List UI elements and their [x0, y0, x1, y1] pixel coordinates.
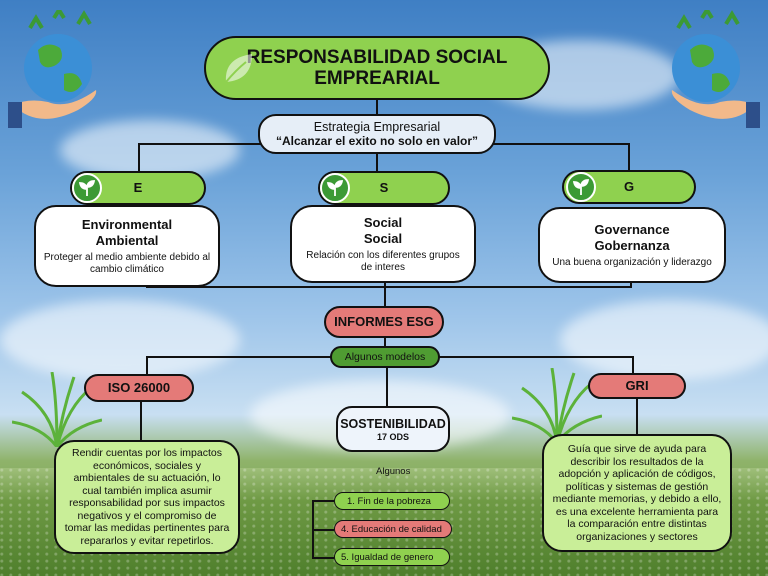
- iso-label: ISO 26000: [107, 380, 171, 395]
- informes-label: INFORMES ESG: [334, 314, 434, 329]
- connector: [312, 529, 334, 531]
- iso-pill: ISO 26000: [84, 374, 194, 402]
- ods-item: 1. Fin de la pobreza: [334, 492, 450, 510]
- plant-icon: [566, 172, 596, 202]
- gri-description-box: Guía que sirve de ayuda para describir l…: [542, 434, 732, 552]
- connector: [384, 282, 386, 308]
- esg-box-governance: Governance Gobernanza Una buena organiza…: [538, 207, 726, 283]
- cloud: [0, 300, 240, 380]
- connector: [628, 143, 630, 171]
- connector: [384, 336, 386, 348]
- connector: [312, 500, 334, 502]
- iso-description-box: Rendir cuentas por los impactos económic…: [54, 440, 240, 554]
- gri-description: Guía que sirve de ayuda para describir l…: [552, 443, 722, 543]
- sostenibilidad-box: SOSTENIBILIDAD 17 ODS: [336, 406, 450, 452]
- connector: [386, 368, 388, 410]
- gri-label: GRI: [625, 378, 649, 393]
- esg-heading: Governance: [594, 221, 670, 237]
- esg-letter: S: [379, 180, 389, 195]
- plant-icon: [320, 173, 350, 203]
- algunos-label: Algunos: [376, 466, 411, 477]
- ods-item: 4. Educación de calidad: [334, 520, 452, 538]
- esg-heading: Gobernanza: [594, 237, 670, 253]
- connector: [376, 96, 378, 116]
- globe-hand-icon: [8, 10, 97, 128]
- informes-esg-pill: INFORMES ESG: [324, 306, 444, 338]
- esg-description: Relación con los diferentes grupos de in…: [306, 249, 460, 273]
- cloud: [560, 300, 768, 380]
- connector: [138, 143, 140, 171]
- grass-tuft-icon: [12, 372, 102, 447]
- connector: [146, 356, 148, 376]
- connector: [146, 286, 632, 288]
- esg-letter: G: [623, 179, 635, 194]
- connector: [636, 398, 638, 436]
- modelos-pill: Algunos modelos: [330, 346, 440, 368]
- esg-heading: Social: [363, 230, 403, 246]
- esg-heading: Social: [363, 214, 403, 230]
- leaf-icon: [225, 54, 252, 83]
- iso-description: Rendir cuentas por los impactos económic…: [64, 447, 230, 547]
- connector: [312, 557, 334, 559]
- connector: [630, 278, 632, 288]
- title-line1: RESPONSABILIDAD SOCIAL: [246, 47, 508, 68]
- connector: [376, 150, 378, 172]
- sostenibilidad-sub: 17 ODS: [376, 432, 409, 442]
- connector: [632, 356, 634, 374]
- title-line2: EMPREARIAL: [314, 68, 440, 89]
- sostenibilidad-label: SOSTENIBILIDAD: [340, 417, 446, 431]
- esg-box-social: Social Social Relación con los diferente…: [290, 205, 476, 283]
- connector: [140, 400, 142, 442]
- main-title-pill: RESPONSABILIDAD SOCIAL EMPREARIAL: [204, 36, 550, 100]
- cloud: [60, 120, 240, 180]
- strategy-line1: Estrategia Empresarial: [313, 120, 441, 134]
- esg-letter: E: [133, 180, 143, 195]
- plant-icon: [72, 173, 102, 203]
- strategy-line2: “Alcanzar el exito no solo en valor”: [275, 134, 479, 148]
- esg-heading: Environmental: [81, 216, 173, 232]
- globe-hand-icon: [671, 10, 760, 128]
- esg-description: Proteger al medio ambiente debido al cam…: [43, 251, 211, 275]
- esg-heading: Ambiental: [95, 232, 159, 248]
- modelos-label: Algunos modelos: [344, 351, 426, 363]
- ods-item: 5. Igualdad de genero: [334, 548, 450, 566]
- gri-pill: GRI: [588, 373, 686, 399]
- strategy-pill: Estrategia Empresarial “Alcanzar el exit…: [258, 114, 496, 154]
- esg-box-environmental: Environmental Ambiental Proteger al medi…: [34, 205, 220, 287]
- esg-description: Una buena organización y liderazgo: [552, 256, 712, 268]
